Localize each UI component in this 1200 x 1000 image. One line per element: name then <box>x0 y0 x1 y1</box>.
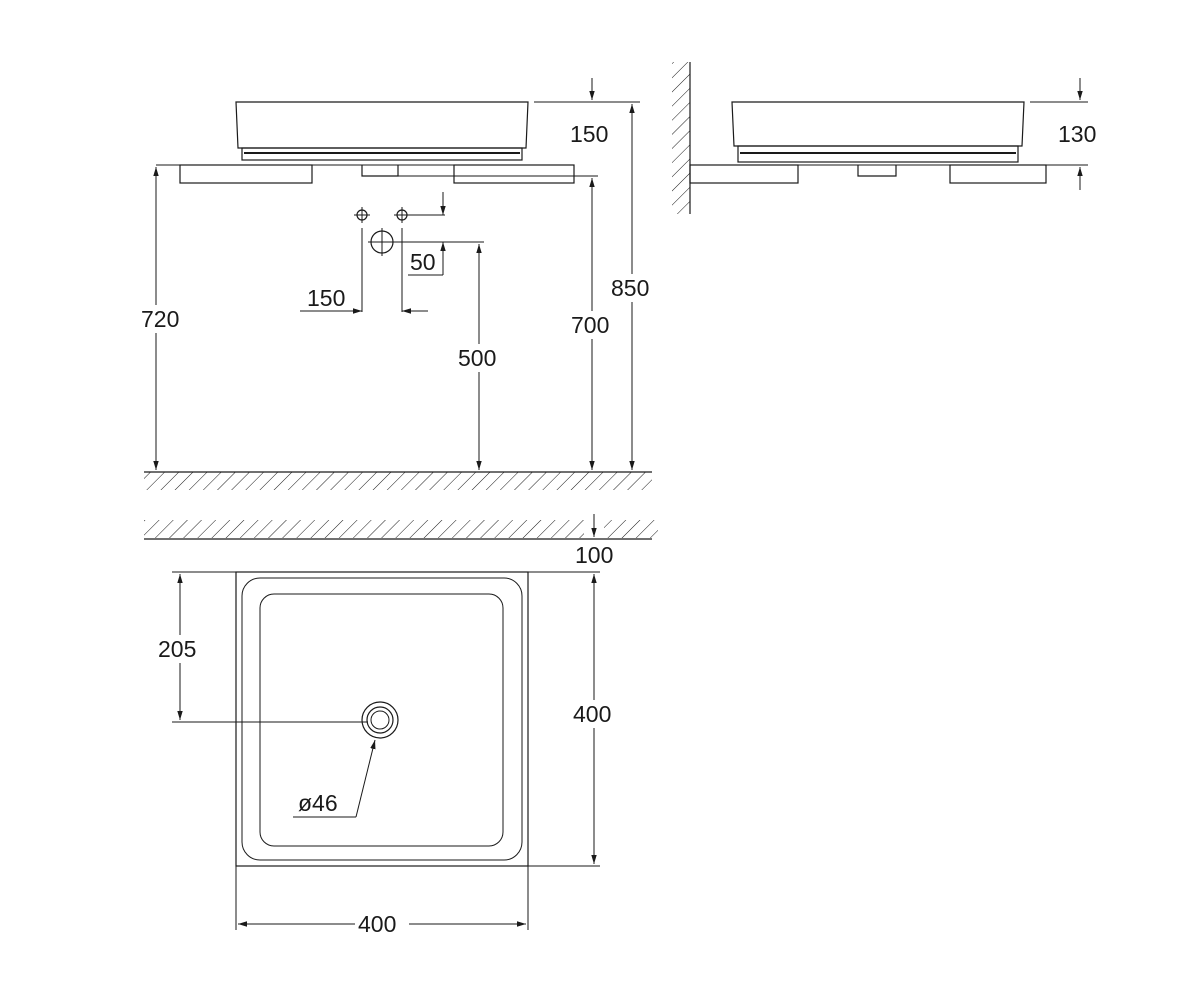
drain-offset-label: 205 <box>158 636 196 662</box>
front-counter-left <box>179 164 313 184</box>
counter-top-height-label: 720 <box>141 306 179 332</box>
floor-offset-label: 100 <box>575 542 613 568</box>
tap-offset-label: 50 <box>410 249 436 275</box>
front-counter-right <box>453 164 575 184</box>
plan-floor-hatch <box>144 520 658 538</box>
tap-connector-left-icon <box>354 207 370 223</box>
tap-connector-right-icon <box>394 207 410 223</box>
counter-bottom-height-label: 700 <box>571 312 609 338</box>
drain-icon <box>361 701 399 739</box>
plan-view: 100 205 400 400 ø46 <box>144 514 658 938</box>
total-height-label: 850 <box>611 275 649 301</box>
side-counter-right <box>949 164 1047 184</box>
front-basin-outline <box>235 101 529 149</box>
wall-hatch <box>672 62 690 214</box>
side-waste-fitting <box>857 165 897 177</box>
tap-spacing-label: 150 <box>307 285 345 311</box>
plan-basin-outer <box>235 571 529 867</box>
side-counter-left <box>689 164 799 184</box>
floor-hatch <box>144 472 652 490</box>
basin-depth-label: 400 <box>573 701 611 727</box>
basin-width-label: 400 <box>358 911 396 937</box>
front-waste-fitting <box>361 165 399 177</box>
drain-diameter-leader <box>355 739 376 818</box>
front-basin-height-label: 150 <box>570 121 608 147</box>
side-elevation: 130 <box>672 62 1096 214</box>
plan-basin-rim <box>241 577 523 861</box>
plan-basin-bowl <box>259 593 504 847</box>
waste-outlet-height-label: 500 <box>458 345 496 371</box>
side-basin-base <box>737 145 1019 163</box>
front-elevation: 150 850 720 700 500 150 50 <box>140 78 656 490</box>
front-basin-base <box>241 147 523 161</box>
waste-outlet-icon <box>368 228 396 256</box>
side-basin-height-label: 130 <box>1058 121 1096 147</box>
drain-diameter-label: ø46 <box>298 790 338 816</box>
side-basin-outline <box>731 101 1025 147</box>
